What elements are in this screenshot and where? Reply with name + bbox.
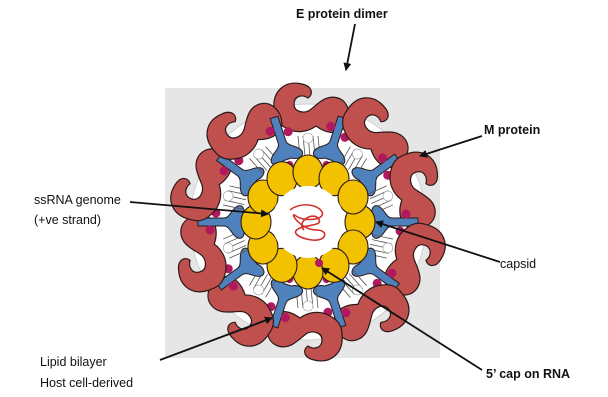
- capsid-label: capsid: [500, 256, 536, 272]
- e-protein-arrow: [346, 24, 355, 70]
- capsid-subunit: [293, 155, 323, 189]
- m-protein-label: M protein: [484, 122, 540, 138]
- surface-dot: [206, 226, 215, 235]
- membrane-pore: [303, 301, 313, 311]
- rna-5-prime-cap: [315, 259, 323, 267]
- membrane-pore: [303, 133, 313, 143]
- lipid-bilayer-label: Lipid bilayer: [40, 354, 107, 370]
- ssrna-strand-label: (+ve strand): [34, 212, 101, 228]
- five-prime-cap-label: 5’ cap on RNA: [486, 366, 570, 382]
- host-cell-derived-label: Host cell-derived: [40, 375, 133, 391]
- ssrna-genome-label: ssRNA genome: [34, 192, 121, 208]
- capsid-core: [272, 186, 344, 258]
- e-protein-dimer-label: E protein dimer: [296, 6, 388, 22]
- capsid-subunit: [338, 180, 368, 214]
- surface-dot: [402, 210, 411, 219]
